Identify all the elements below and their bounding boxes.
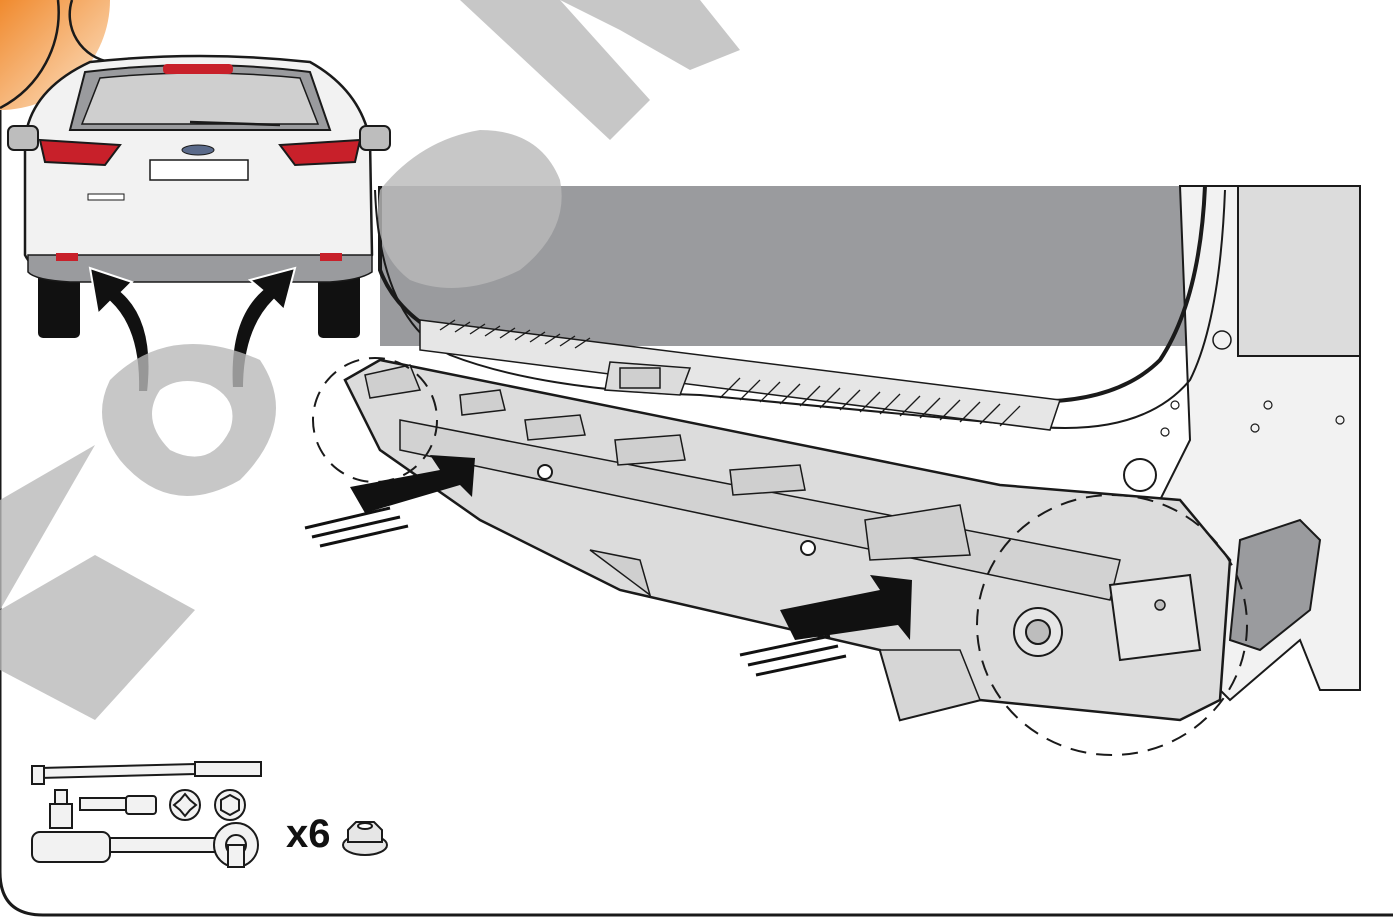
corner-tab	[0, 0, 111, 110]
push-arrow-left	[304, 455, 475, 548]
car-rear-view-icon	[7, 54, 391, 338]
detail-circles	[312, 357, 1248, 756]
torque-wrench-icon	[31, 761, 262, 785]
socket-bit-icon	[49, 789, 157, 829]
watermark	[0, 0, 740, 720]
flange-nut-icon	[342, 821, 388, 856]
hardware-quantity: x6	[286, 812, 331, 856]
hex-socket-icon	[214, 789, 246, 821]
bumper-beam-icon	[343, 358, 1232, 722]
push-arrow-right	[739, 575, 912, 677]
torx-socket-icon	[169, 789, 201, 821]
sill-ribs	[439, 319, 1021, 427]
ratchet-icon	[31, 822, 259, 868]
tailgate-opening	[374, 185, 1226, 431]
